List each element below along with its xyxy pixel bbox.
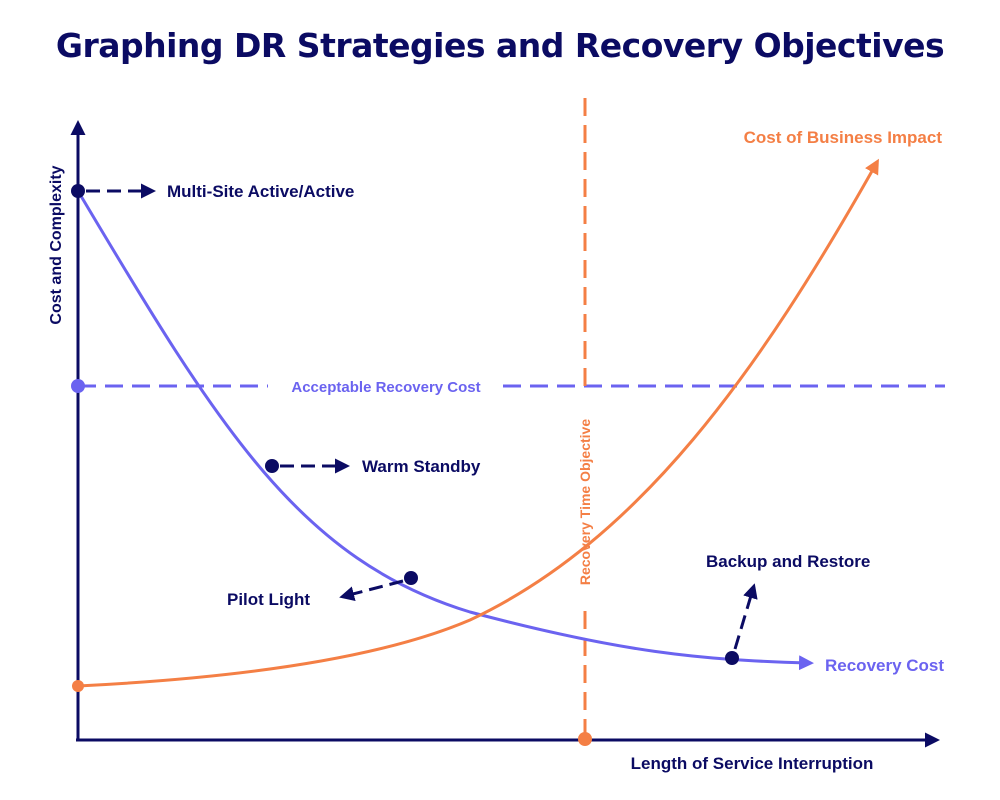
recovery-cost-label: Recovery Cost bbox=[825, 656, 944, 675]
multi-site-dot bbox=[71, 184, 85, 198]
page-title: Graphing DR Strategies and Recovery Obje… bbox=[55, 26, 945, 65]
x-axis-label: Length of Service Interruption bbox=[631, 754, 874, 773]
backup-restore-dot bbox=[725, 651, 739, 665]
business-impact-start-dot bbox=[72, 680, 84, 692]
multi-site-label: Multi-Site Active/Active bbox=[167, 182, 354, 201]
pilot-light-arrow bbox=[339, 579, 404, 602]
acceptable-recovery-cost-label: Acceptable Recovery Cost bbox=[291, 379, 480, 396]
backup-restore-arrow bbox=[733, 583, 758, 650]
y-axis-label: Cost and Complexity bbox=[48, 165, 65, 324]
recovery-time-objective-dot bbox=[578, 732, 592, 746]
pilot-light-dot bbox=[404, 571, 418, 585]
business-impact-curve bbox=[77, 158, 879, 688]
business-impact-label: Cost of Business Impact bbox=[744, 128, 943, 147]
backup-restore-label: Backup and Restore bbox=[706, 552, 870, 571]
warm-standby-dot bbox=[265, 459, 279, 473]
recovery-cost-curve bbox=[76, 190, 814, 671]
pilot-light-label: Pilot Light bbox=[227, 590, 310, 609]
acceptable-recovery-cost-dot bbox=[71, 379, 85, 393]
warm-standby-label: Warm Standby bbox=[362, 457, 481, 476]
recovery-time-objective-label: Recovery Time Objective bbox=[577, 419, 593, 585]
